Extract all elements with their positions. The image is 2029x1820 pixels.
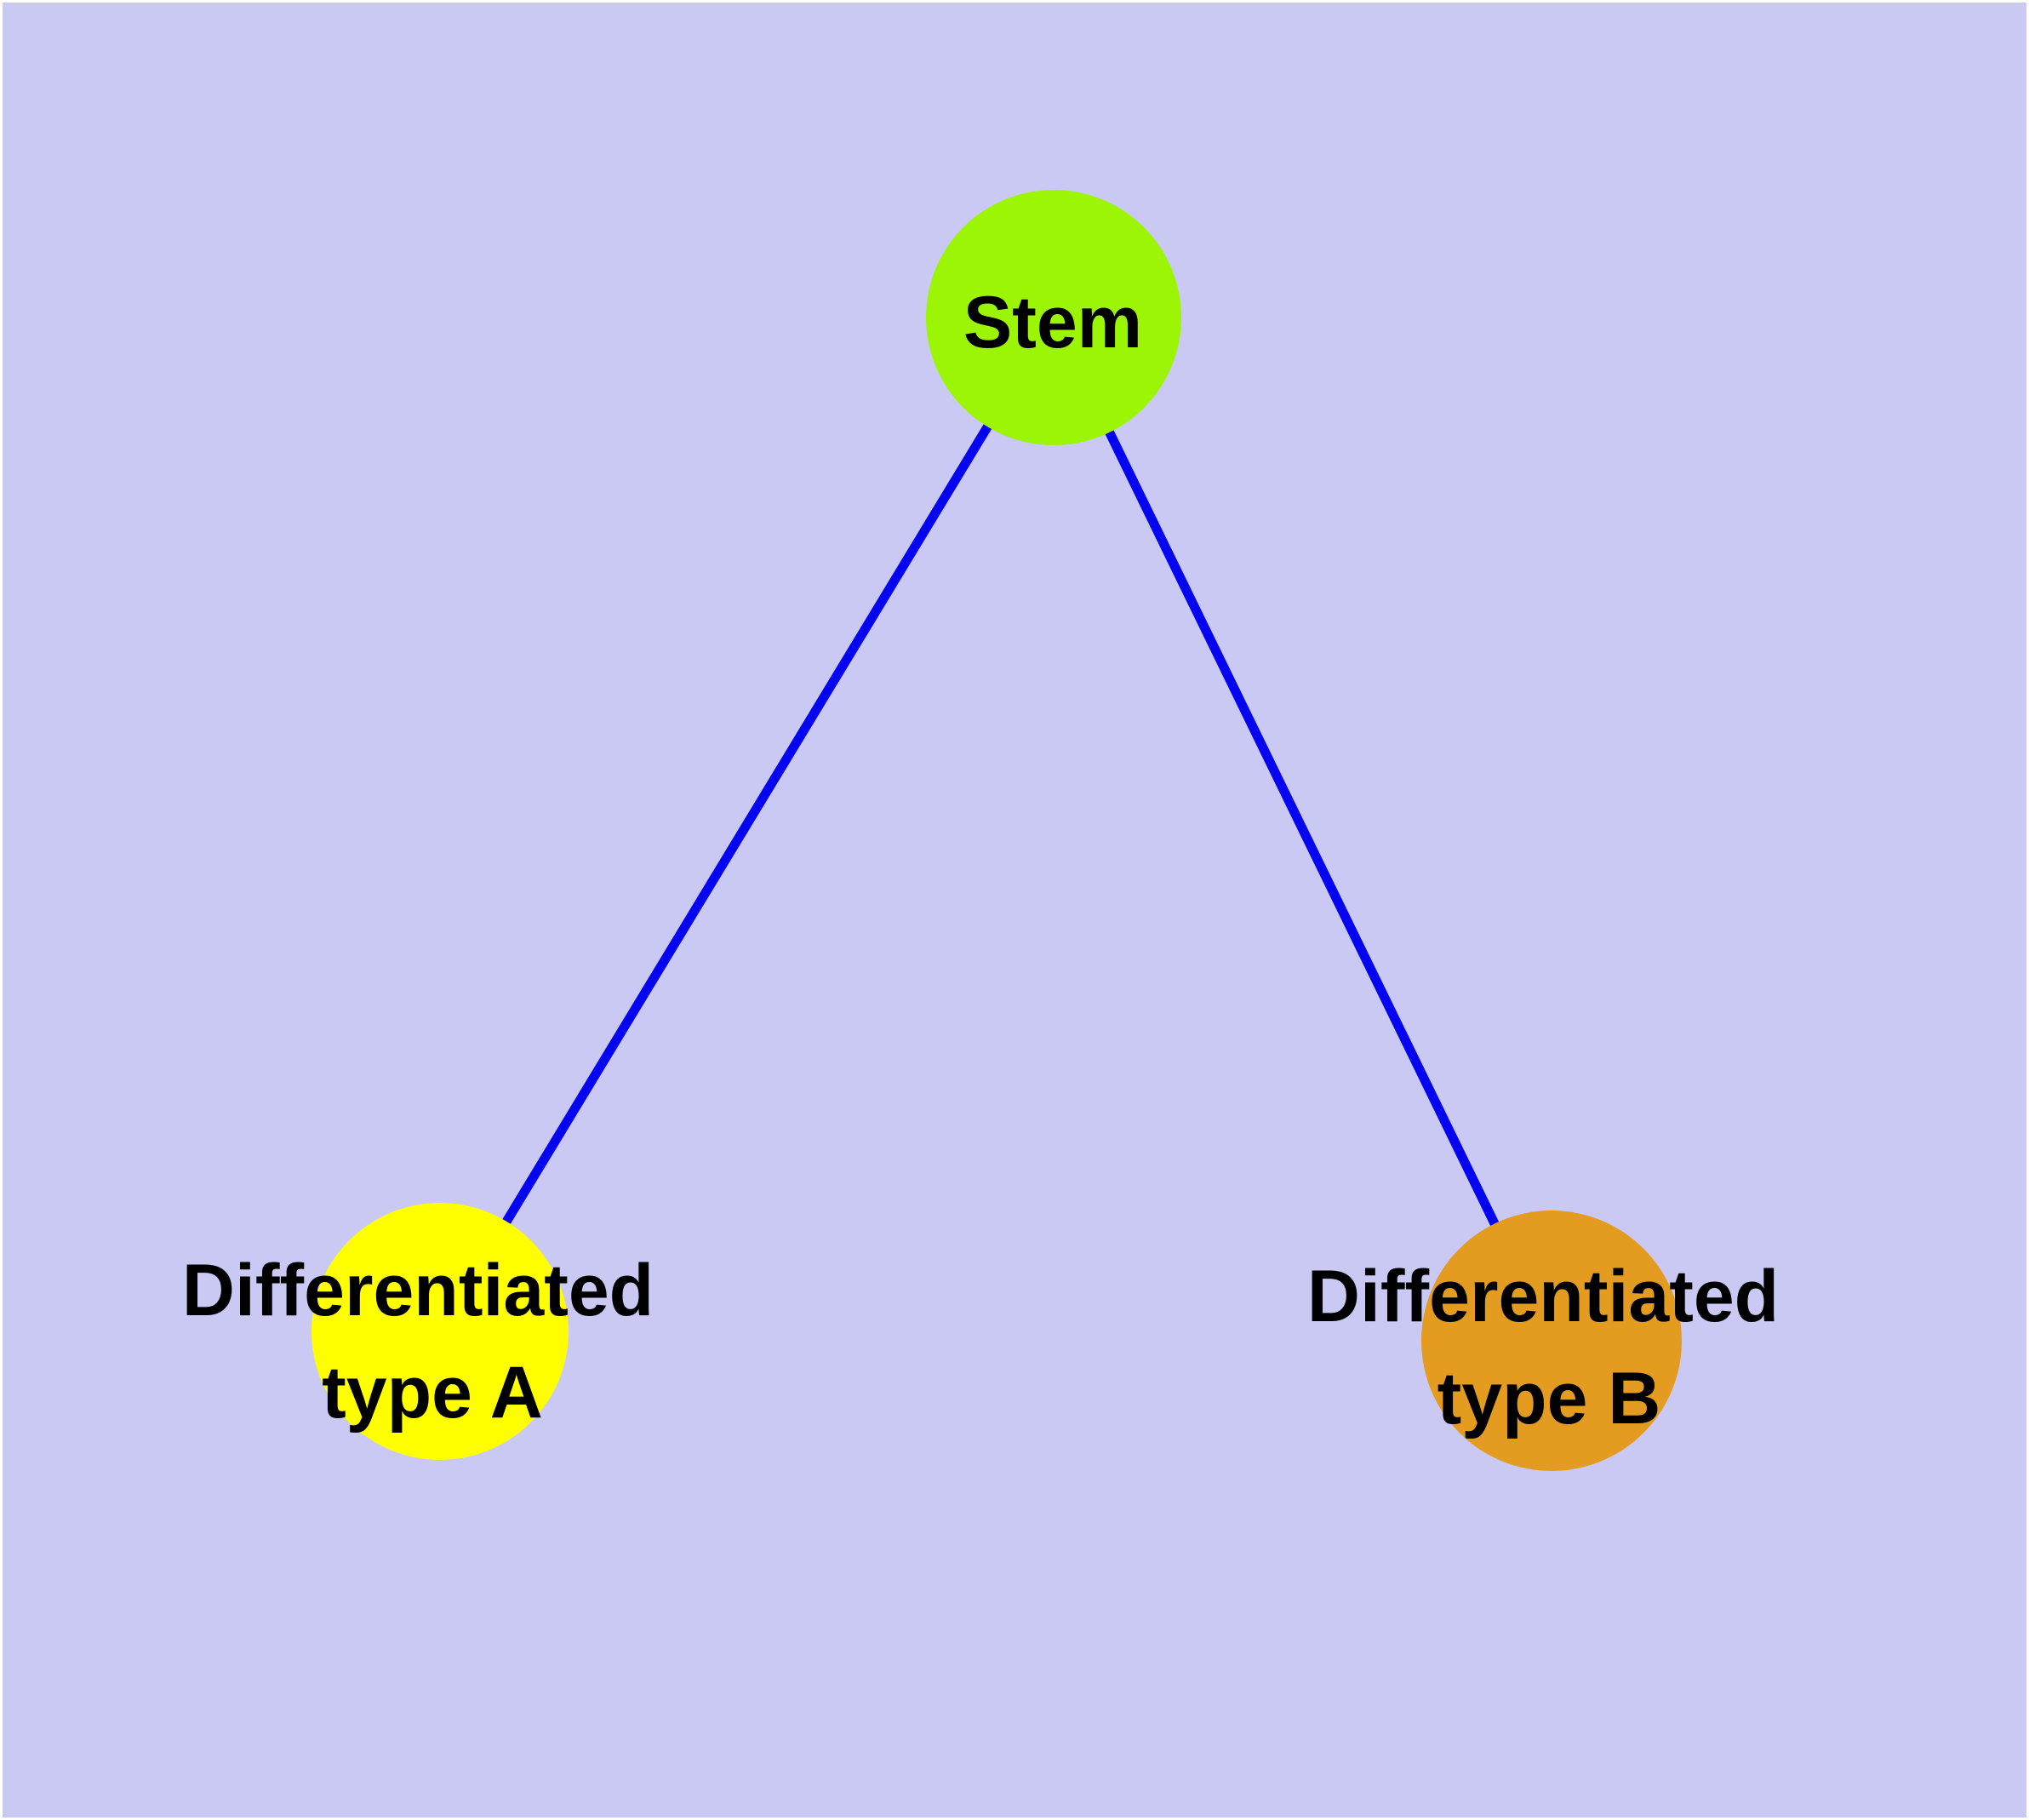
node-stem: Stem — [926, 190, 1181, 445]
stem-node-circle — [926, 190, 1181, 445]
node-differentiated-type-a: Differentiated type A — [182, 1203, 674, 1460]
type-a-node-circle — [311, 1203, 569, 1460]
edge-stem-to-type-a — [436, 315, 1058, 1334]
type-b-label-line-2: type B — [1437, 1358, 1661, 1439]
node-differentiated-type-b: Differentiated type B — [1307, 1210, 1799, 1471]
type-a-node-label: Differentiated type A — [182, 1250, 674, 1434]
edge-stem-to-type-b — [1049, 315, 1556, 1343]
type-a-label-line-2: type A — [322, 1352, 543, 1434]
type-b-node-label: Differentiated type B — [1307, 1256, 1799, 1439]
type-b-node-circle — [1421, 1210, 1682, 1471]
type-b-label-line-1: Differentiated — [1307, 1256, 1779, 1337]
type-a-label-line-1: Differentiated — [182, 1250, 654, 1331]
stem-node-label: Stem — [963, 282, 1142, 363]
